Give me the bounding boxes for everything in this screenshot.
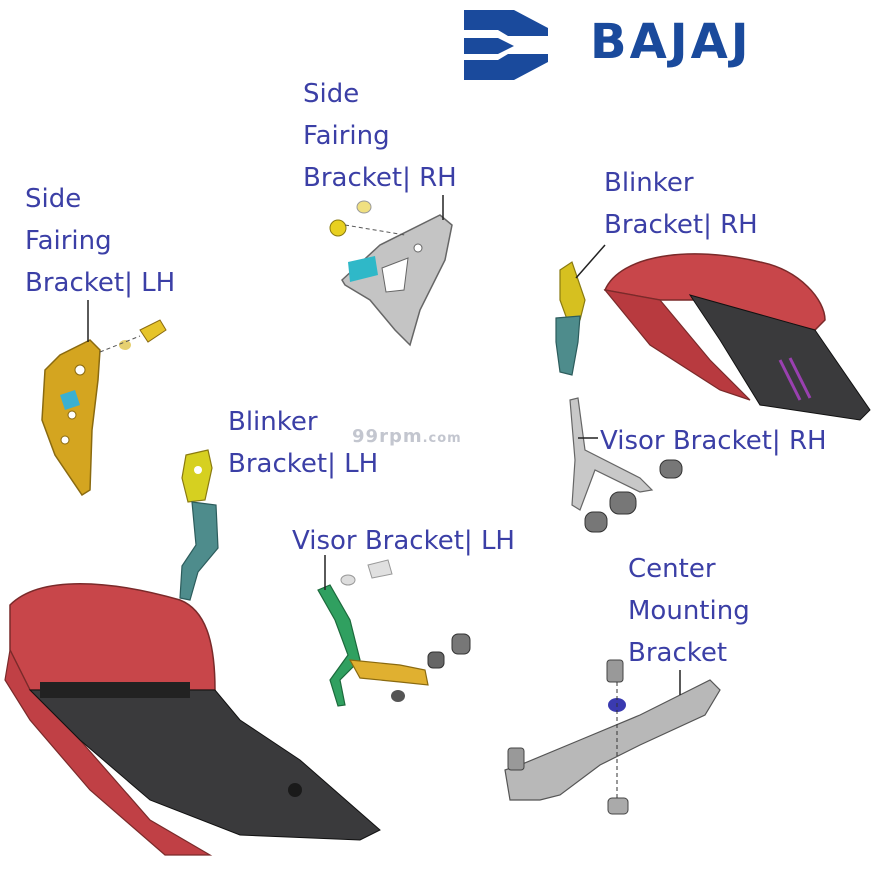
fairing-lh-part bbox=[4, 583, 381, 856]
blinker-bracket-lh-part bbox=[179, 449, 219, 601]
visor-bracket-lh-part bbox=[317, 555, 471, 707]
blinker-bracket-rh-part bbox=[555, 244, 606, 376]
label-visor-bracket-rh: Visor Bracket| RH bbox=[600, 426, 827, 456]
side-fairing-bracket-lh-part bbox=[41, 300, 167, 497]
side-fairing-bracket-rh-part bbox=[329, 195, 453, 347]
label-visor-bracket-lh: Visor Bracket| LH bbox=[292, 526, 515, 556]
fairing-rh-part bbox=[603, 253, 871, 421]
center-mounting-bracket-part bbox=[504, 659, 721, 815]
bajaj-logo-icon bbox=[464, 10, 548, 80]
watermark: 99rpm.com bbox=[352, 426, 462, 447]
visor-bracket-rh-part bbox=[569, 397, 683, 533]
brand-name: BAJAJ bbox=[590, 14, 752, 70]
